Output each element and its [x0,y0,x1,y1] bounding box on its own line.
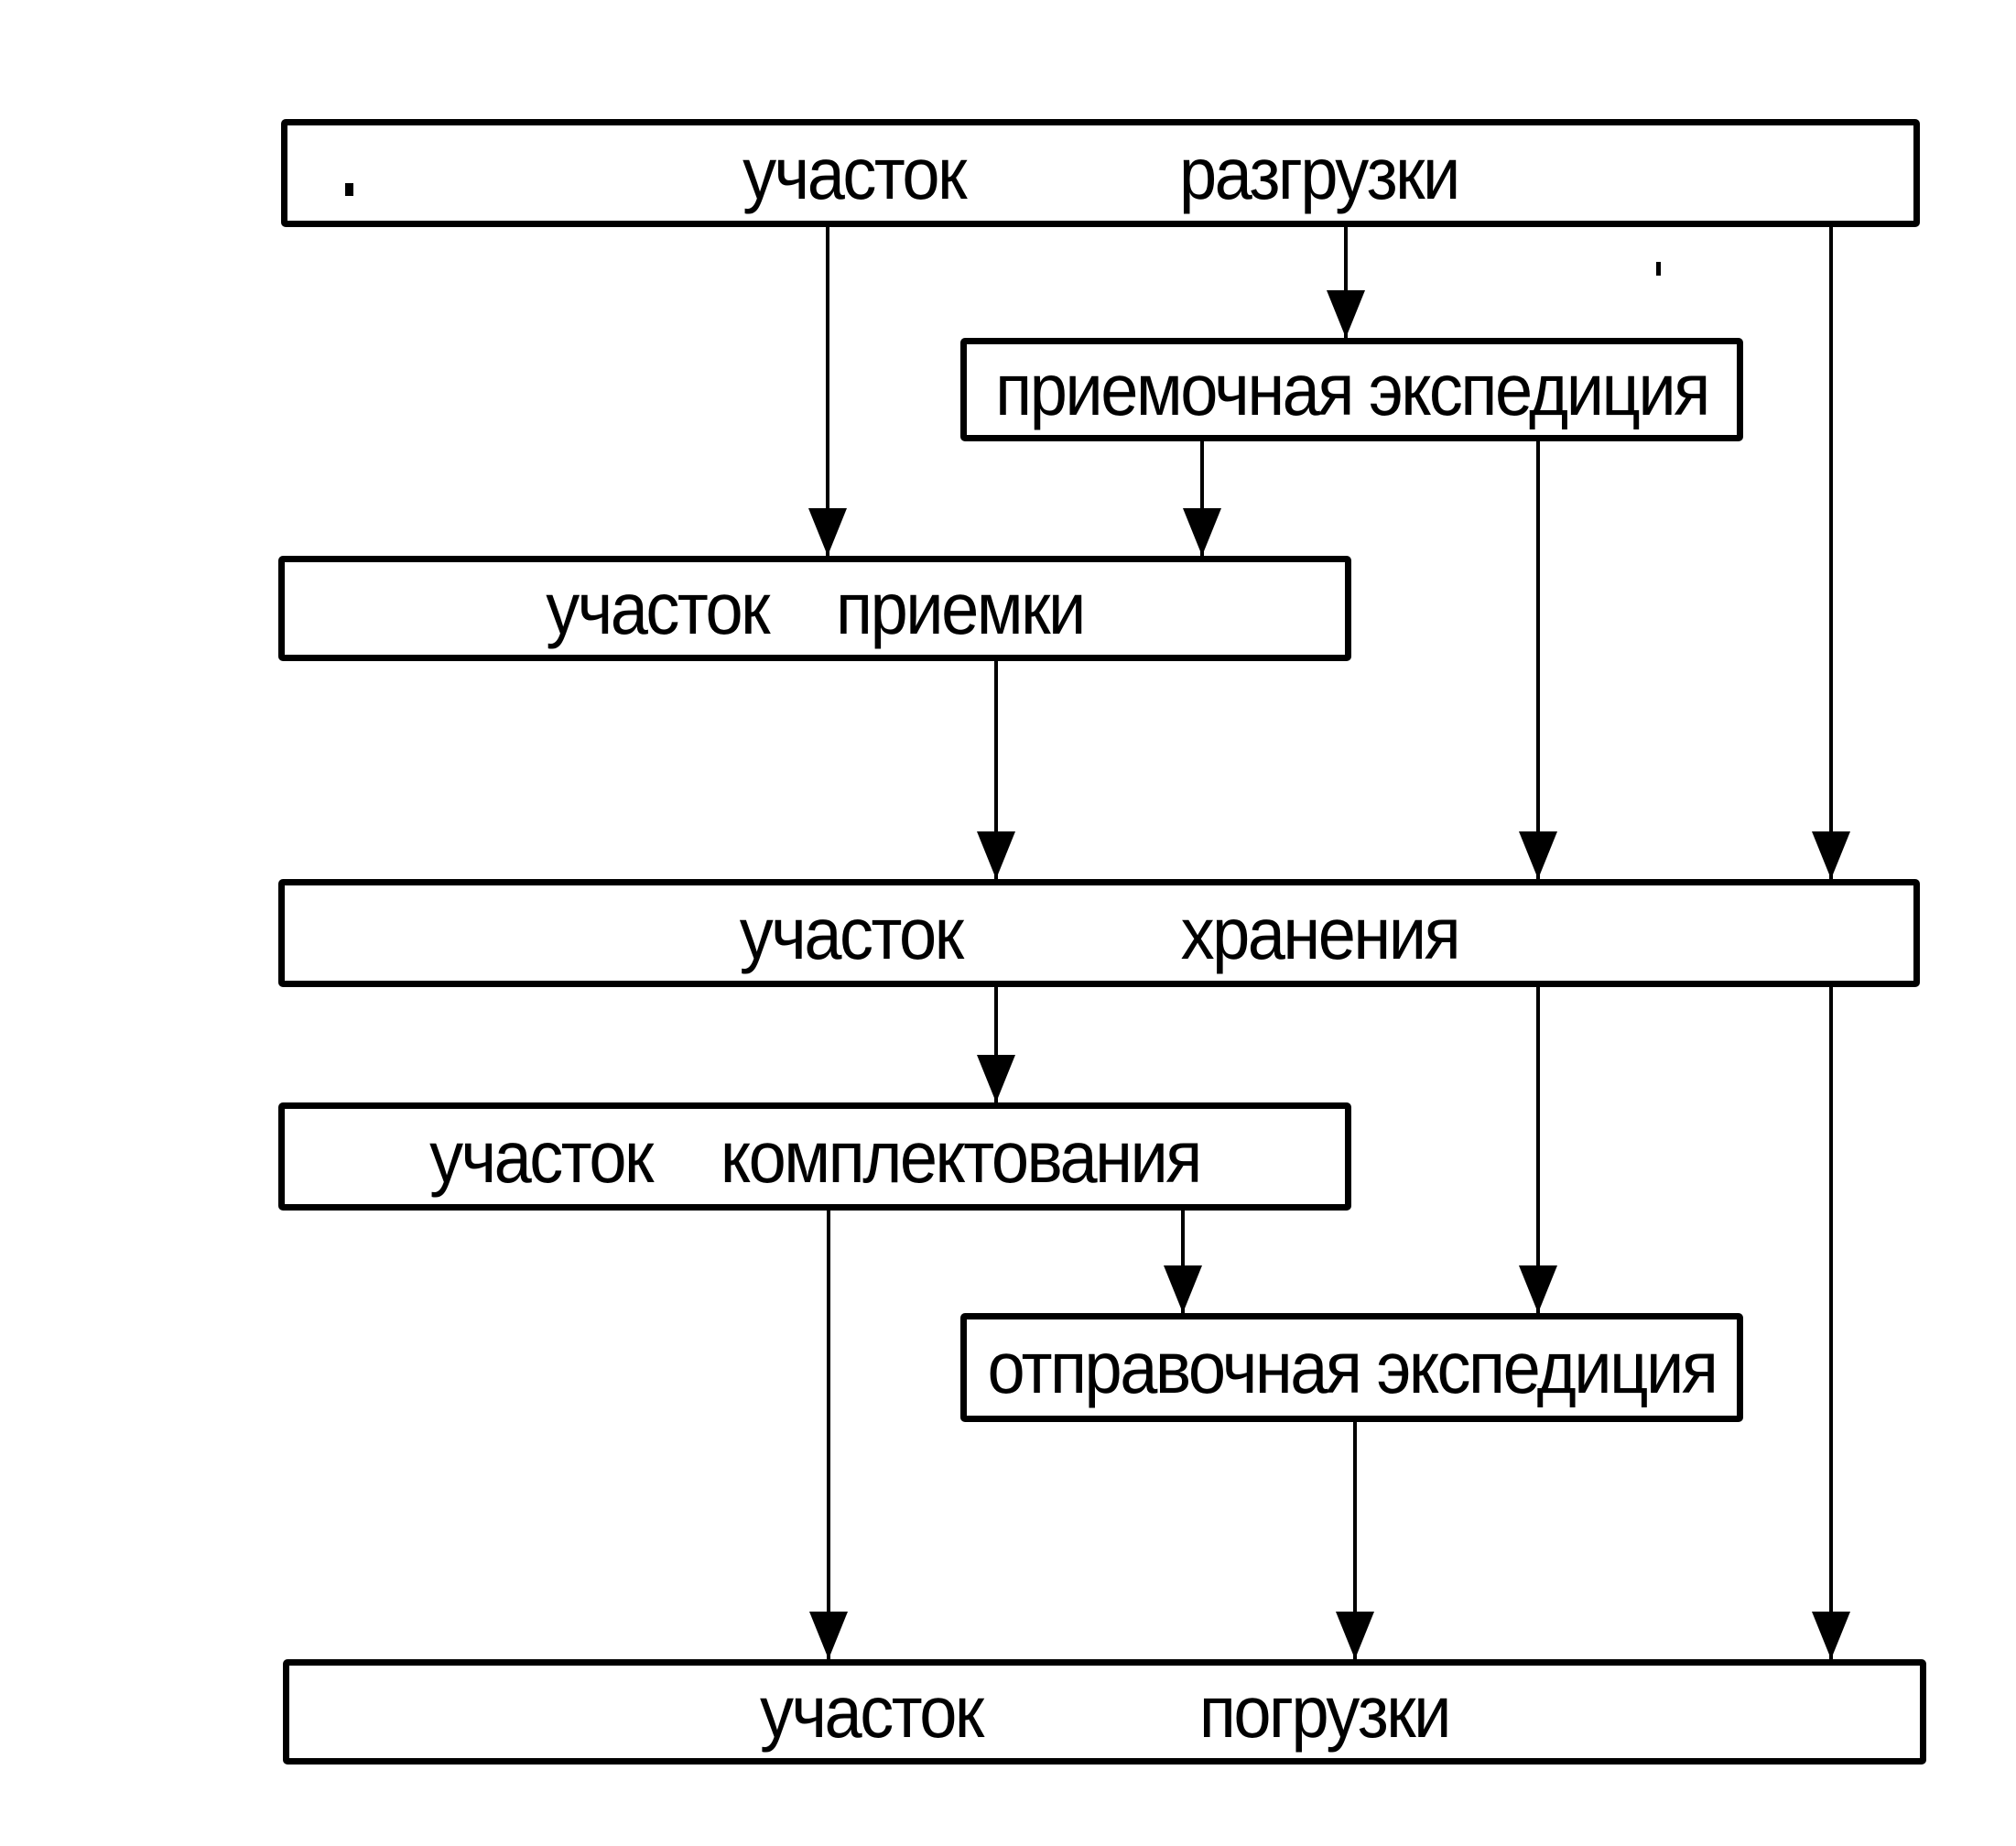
node-label-word: погрузки [1198,1670,1452,1754]
edge-khraneniya-to-otpravochnaya [1519,987,1557,1313]
arrowhead-down-icon [977,1055,1015,1102]
arrowhead-down-icon [1812,1612,1850,1659]
scan-artifact [1656,262,1661,276]
node-priemochnaya-ekspeditsiya: приемочная экспедиция [960,338,1743,441]
arrowhead-down-icon [1519,1265,1557,1313]
node-label-word: участок [546,567,770,650]
node-label: отправочная экспедиция [987,1326,1718,1409]
edge-razgruzki-to-priemochnaya [1327,227,1365,338]
node-otpravochnaya-ekspeditsiya: отправочная экспедиция [960,1313,1743,1422]
node-label-word: участок [429,1115,654,1198]
node-label: приемочная экспедиция [995,348,1710,431]
arrowhead-down-icon [1519,831,1557,879]
arrowhead-down-icon [1164,1265,1202,1313]
arrowhead-down-icon [808,508,847,556]
arrowhead-down-icon [1336,1612,1374,1659]
arrowhead-down-icon [1812,831,1850,879]
node-label-word: участок [739,892,964,974]
arrowhead-down-icon [1183,508,1221,556]
node-uchastok-priemki: участок приемки [278,556,1351,661]
node-uchastok-pogruzki: участок погрузки [283,1659,1926,1765]
edge-khraneniya-to-pogruzki [1812,987,1850,1659]
node-label-word: комплектования [720,1115,1202,1198]
node-label-word: приемки [836,567,1086,650]
edge-priemochnaya-to-priemki [1183,441,1221,556]
edge-razgruzki-to-khraneniya [1812,227,1850,879]
node-label-word: участок [742,132,967,214]
edge-priemki-to-khraneniya [977,661,1015,879]
node-label-word: участок [760,1670,984,1754]
node-label-word: хранения [1180,892,1461,974]
node-label-word: разгрузки [1178,132,1460,214]
node-uchastok-razgruzki: участок разгрузки [281,119,1920,227]
node-uchastok-khraneniya: участок хранения [278,879,1920,987]
edge-priemochnaya-to-khraneniya [1519,441,1557,879]
scan-artifact [345,183,353,196]
arrowhead-down-icon [977,831,1015,879]
edge-komplektovaniya-to-otpravochnaya [1164,1211,1202,1313]
edge-komplektovaniya-to-pogruzki [809,1211,848,1659]
edge-otpravochnaya-to-pogruzki [1336,1422,1374,1659]
arrowhead-down-icon [809,1612,848,1659]
node-uchastok-komplektovaniya: участок комплектования [278,1102,1351,1211]
edge-khraneniya-to-komplektovaniya [977,987,1015,1102]
edge-razgruzki-to-priemki [808,227,847,556]
arrowhead-down-icon [1327,290,1365,338]
